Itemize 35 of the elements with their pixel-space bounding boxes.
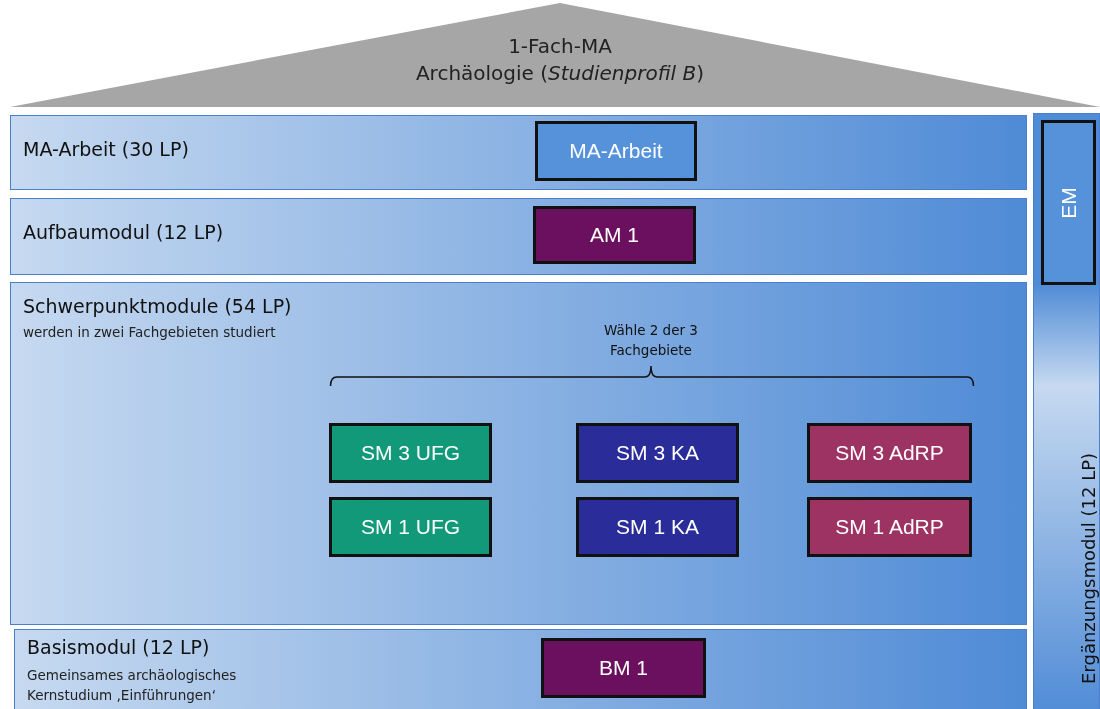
module-label: MA-Arbeit bbox=[569, 139, 663, 163]
module-band bbox=[10, 198, 1027, 275]
module-label: SM 3 AdRP bbox=[835, 441, 944, 465]
module-label: SM 1 UFG bbox=[360, 515, 461, 539]
module-label: BM 1 bbox=[599, 656, 648, 680]
module-box bbox=[576, 423, 739, 483]
module-label: SM 3 KA bbox=[616, 441, 699, 465]
module-box bbox=[807, 423, 972, 483]
module-band bbox=[10, 115, 1027, 190]
band-heading: MA-Arbeit (30 LP) bbox=[23, 138, 189, 160]
module-label: AM 1 bbox=[590, 223, 639, 247]
module-box bbox=[1041, 120, 1096, 285]
band-heading: Basismodul (12 LP) bbox=[27, 636, 210, 658]
module-box bbox=[535, 121, 697, 181]
module-box bbox=[541, 638, 706, 698]
module-box bbox=[329, 423, 492, 483]
module-column bbox=[1033, 113, 1100, 709]
roof-title: 1-Fach-MA Archäologie (Studienprofil B) bbox=[414, 33, 706, 87]
column-heading: Ergänzungsmodul (12 LP) bbox=[1078, 452, 1099, 684]
module-box bbox=[329, 497, 492, 557]
roof-shape bbox=[10, 3, 1100, 107]
module-label: SM 1 AdRP bbox=[835, 515, 944, 539]
band-description: Gemeinsames archäologisches Kernstudium ‚Einführungen‘ bbox=[27, 666, 238, 705]
module-box bbox=[576, 497, 739, 557]
band-heading: Schwerpunktmodule (54 LP) bbox=[23, 295, 292, 317]
module-label: SM 3 UFG bbox=[360, 441, 461, 465]
module-band bbox=[10, 282, 1027, 625]
module-band bbox=[14, 629, 1027, 709]
band-description: werden in zwei Fachgebieten studiert bbox=[23, 323, 277, 342]
choice-note: Wähle 2 der 3 Fachgebiete bbox=[603, 321, 699, 360]
band-heading: Aufbaumodul (12 LP) bbox=[23, 221, 224, 243]
module-label: EM bbox=[1056, 186, 1081, 219]
module-box bbox=[533, 206, 696, 264]
module-label: SM 1 KA bbox=[616, 515, 699, 539]
module-box bbox=[807, 497, 972, 557]
